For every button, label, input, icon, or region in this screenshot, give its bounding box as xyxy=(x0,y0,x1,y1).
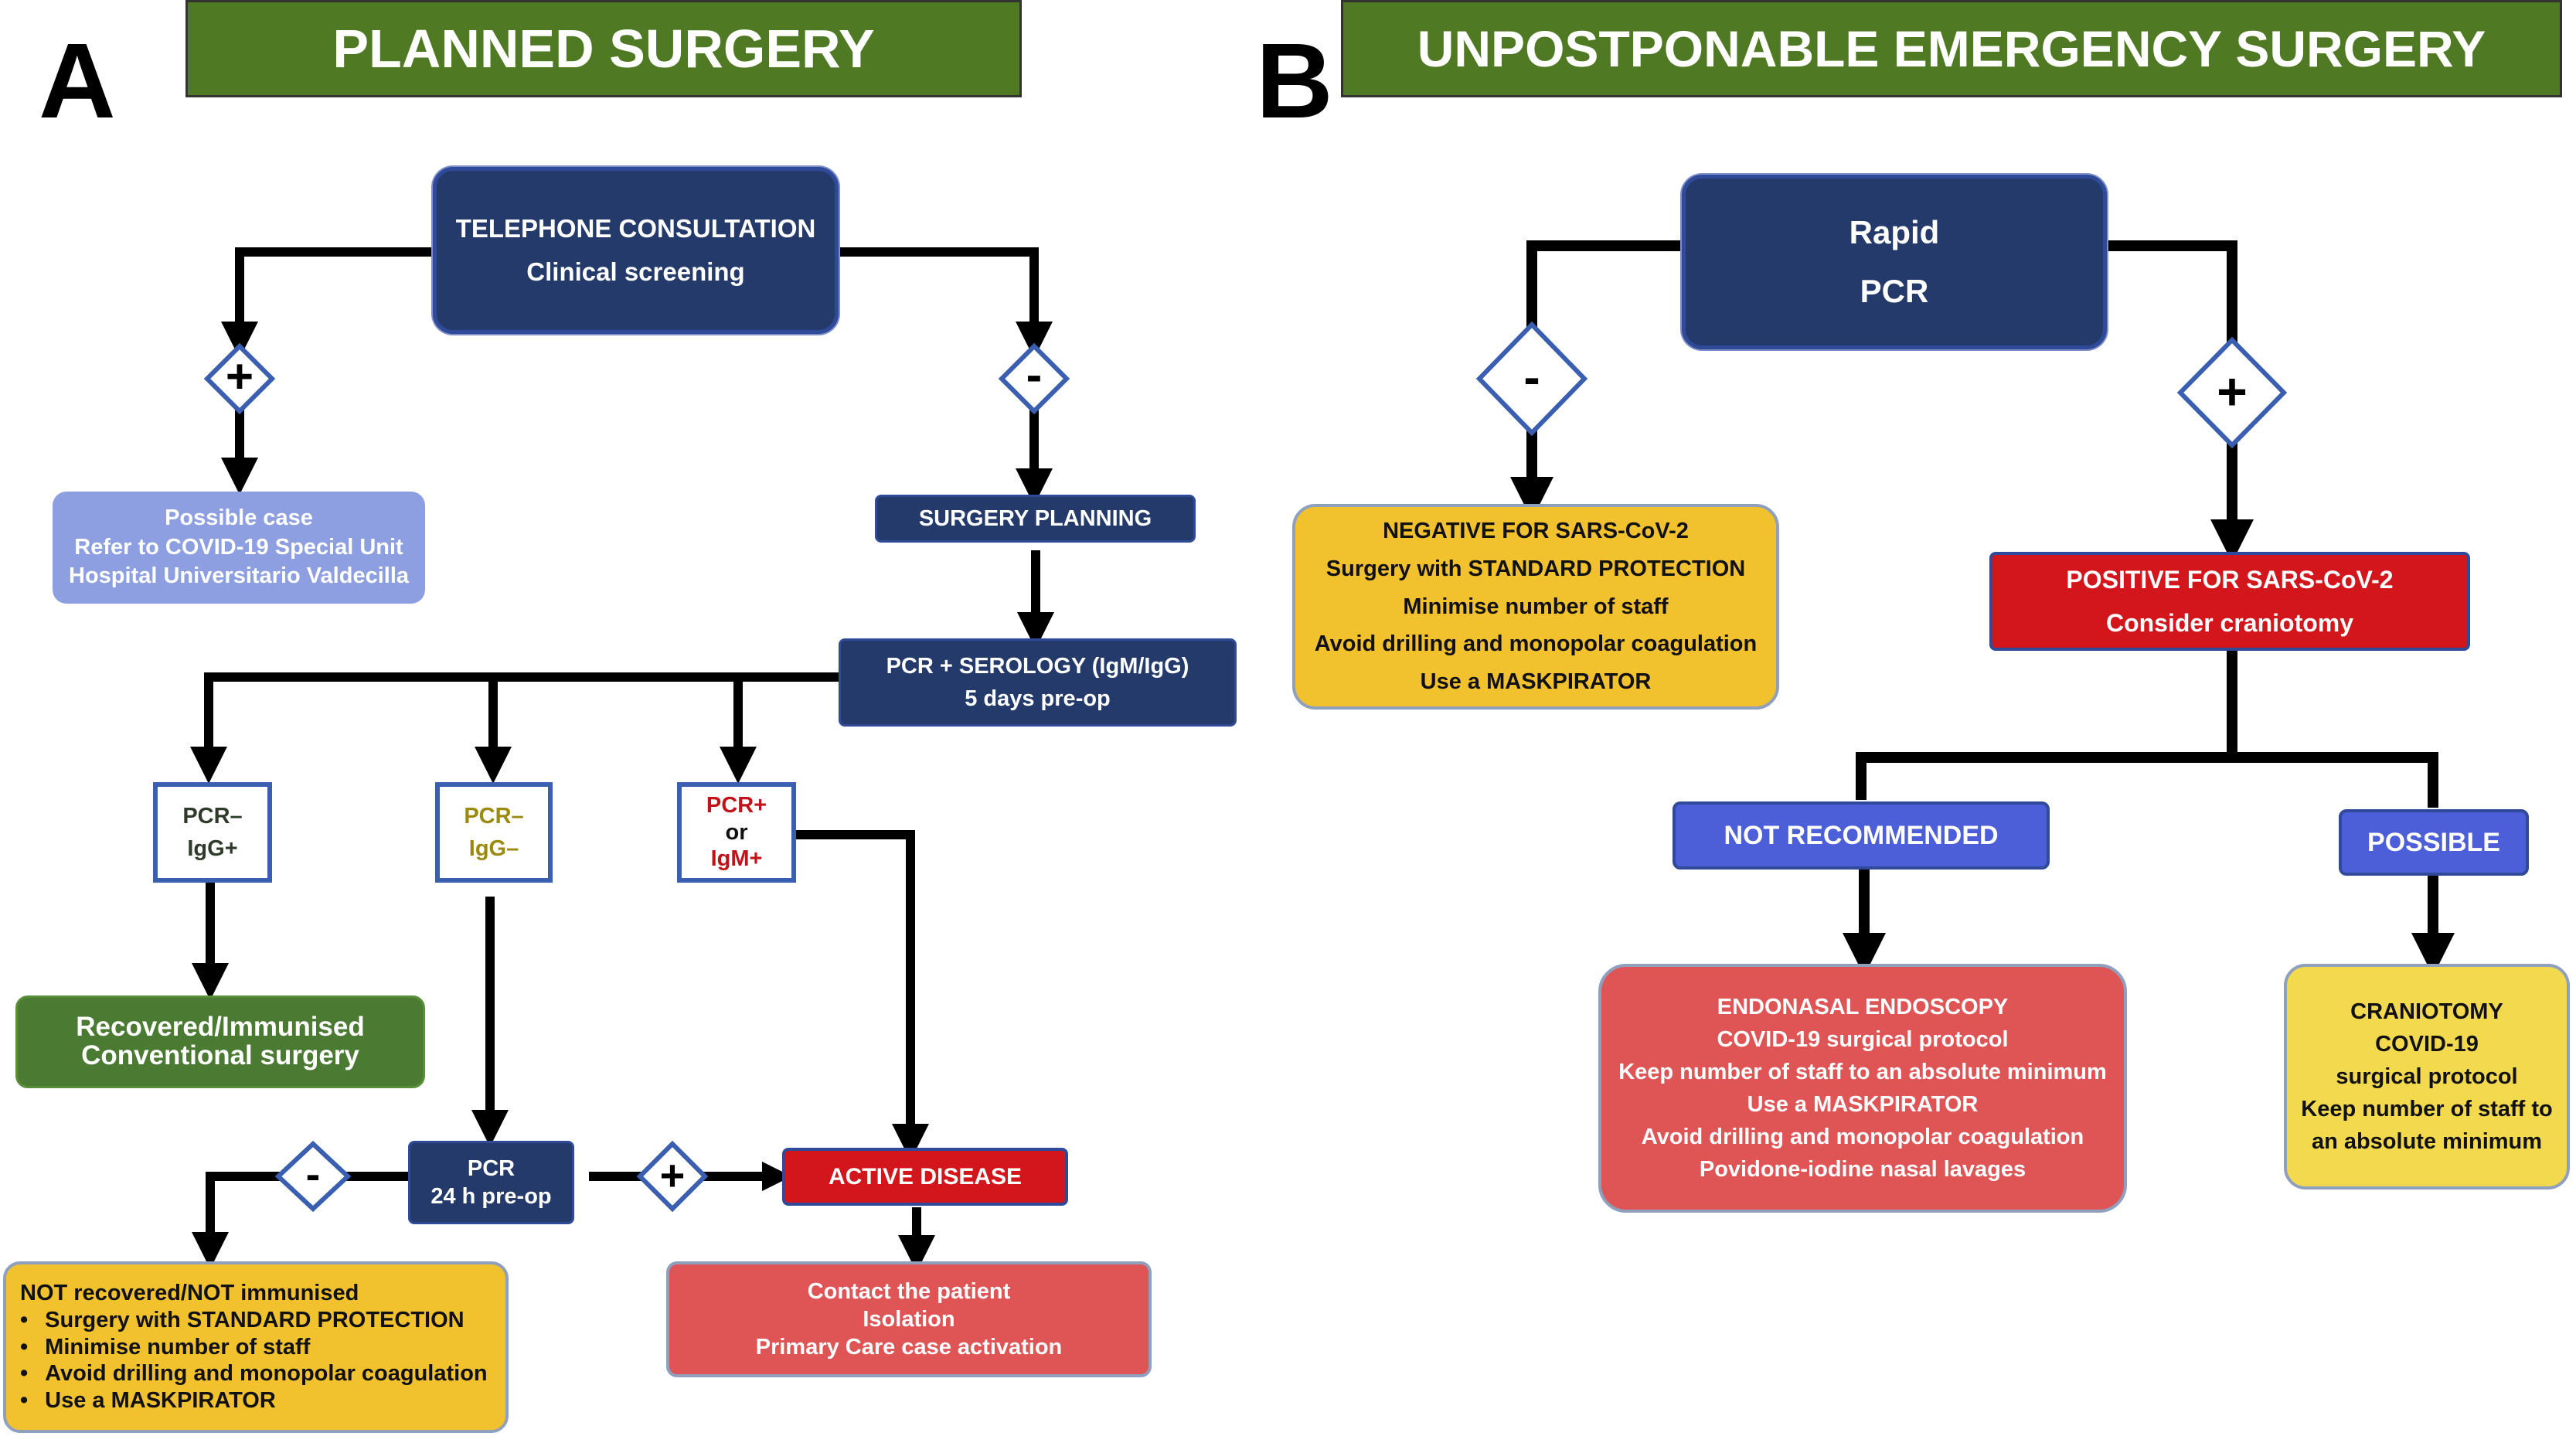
contact-patient-node: Contact the patient Isolation Primary Ca… xyxy=(666,1261,1152,1377)
node-line: PCR– xyxy=(464,803,524,829)
minus-sign: - xyxy=(1026,349,1043,402)
node-line: ENDONASAL ENDOSCOPY xyxy=(1717,994,2009,1019)
diamond-plus-a1 xyxy=(203,342,276,415)
node-line: POSITIVE FOR SARS-CoV-2 xyxy=(2066,566,2394,594)
node-line: Avoid drilling and monopolar coagulation xyxy=(1641,1125,2084,1150)
node-line: Possible case xyxy=(165,505,313,530)
panel-letter-b: B xyxy=(1256,22,1333,141)
recovered-node: Recovered/Immunised Conventional surgery xyxy=(15,995,425,1088)
diamond-minus-a1 xyxy=(998,342,1070,415)
plus-sign: + xyxy=(660,1151,686,1200)
pcr-24h-node: PCR 24 h pre-op xyxy=(408,1141,574,1224)
node-line: COVID-19 xyxy=(2375,1031,2479,1057)
node-line: Avoid drilling and monopolar coagulation xyxy=(1314,631,1758,657)
possible-tag: POSSIBLE xyxy=(2339,809,2529,876)
node-line: Contact the patient xyxy=(807,1278,1011,1304)
surgery-planning-node: SURGERY PLANNING xyxy=(875,495,1196,543)
minus-sign: - xyxy=(306,1149,321,1198)
node-line: PCR + SEROLOGY (IgM/IgG) xyxy=(886,653,1189,679)
plus-sign: + xyxy=(226,350,254,403)
positive-node: POSITIVE FOR SARS-CoV-2 Consider craniot… xyxy=(1989,552,2470,651)
diamond-minus-a2 xyxy=(274,1140,352,1213)
node-line: Povidone-iodine nasal lavages xyxy=(1699,1157,2026,1183)
plus-sign: + xyxy=(2217,362,2248,421)
node-line: Rapid xyxy=(1849,214,1940,251)
pcr-serology-node: PCR + SEROLOGY (IgM/IgG) 5 days pre-op xyxy=(839,638,1237,727)
craniotomy-node: CRANIOTOMY COVID-19 surgical protocol Ke… xyxy=(2284,964,2570,1189)
node-line: Keep number of staff to an absolute mini… xyxy=(1618,1059,2107,1084)
list-item: Surgery with STANDARD PROTECTION xyxy=(20,1307,464,1334)
node-line: NEGATIVE FOR SARS-CoV-2 xyxy=(1383,519,1689,544)
possible-case-node: Possible case Refer to COVID-19 Special … xyxy=(53,492,425,604)
minus-sign: - xyxy=(1523,349,1540,405)
node-line: PCR+ xyxy=(706,792,767,818)
node-line: IgG+ xyxy=(187,836,238,861)
list-item: Minimise number of staff xyxy=(20,1334,310,1361)
list-item: Use a MASKPIRATOR xyxy=(20,1387,276,1414)
panel-a-title: PLANNED SURGERY xyxy=(185,0,1022,97)
node-line: 24 h pre-op xyxy=(430,1184,552,1209)
node-line: an absolute minimum xyxy=(2311,1129,2543,1155)
node-line: Minimise number of staff xyxy=(1403,594,1669,619)
node-line: Recovered/Immunised xyxy=(76,1012,365,1043)
node-line: Isolation xyxy=(863,1306,955,1332)
node-line: Use a MASKPIRATOR xyxy=(1747,1092,1979,1117)
node-line: or xyxy=(725,819,748,845)
node-line: Consider craniotomy xyxy=(2105,609,2354,637)
node-line: Refer to COVID-19 Special Unit xyxy=(74,534,403,560)
node-line: Use a MASKPIRATOR xyxy=(1420,669,1652,695)
diamond-minus-b xyxy=(1475,321,1588,437)
result-pcr-neg-igg-pos: PCR– IgG+ xyxy=(153,782,272,883)
not-recommended-tag: NOT RECOMMENDED xyxy=(1673,801,2050,870)
node-line: Hospital Universitario Valdecilla xyxy=(69,563,409,589)
negative-node: NEGATIVE FOR SARS-CoV-2 Surgery with STA… xyxy=(1292,504,1779,710)
node-line: Keep number of staff to xyxy=(2301,1097,2553,1122)
list-item: Avoid drilling and monopolar coagulation xyxy=(20,1360,487,1387)
node-line: TELEPHONE CONSULTATION xyxy=(455,213,816,243)
node-line: PCR xyxy=(1860,273,1929,309)
not-recovered-node: NOT recovered/NOT immunised Surgery with… xyxy=(3,1261,509,1433)
node-line: IgG– xyxy=(468,836,519,861)
node-line: Surgery with STANDARD PROTECTION xyxy=(1325,556,1746,581)
node-line: PCR xyxy=(467,1155,516,1181)
rapid-pcr-node: Rapid PCR xyxy=(1682,175,2107,349)
node-line: 5 days pre-op xyxy=(965,686,1111,711)
panel-letter-a: A xyxy=(39,22,116,141)
diamond-plus-b xyxy=(2176,336,2288,449)
node-line: PCR– xyxy=(182,803,243,829)
node-line: Clinical screening xyxy=(526,257,745,286)
endonasal-node: ENDONASAL ENDOSCOPY COVID-19 surgical pr… xyxy=(1598,964,2127,1213)
node-line: surgical protocol xyxy=(2336,1064,2518,1089)
node-line: Primary Care case activation xyxy=(755,1335,1063,1360)
node-line: Conventional surgery xyxy=(81,1040,359,1070)
node-line: IgM+ xyxy=(710,846,763,872)
diamond-plus-a2 xyxy=(636,1140,709,1213)
panel-b-title: UNPOSTPONABLE EMERGENCY SURGERY xyxy=(1341,0,2562,97)
node-line: NOT recovered/NOT immunised xyxy=(20,1281,359,1305)
active-disease-node: ACTIVE DISEASE xyxy=(782,1148,1068,1206)
node-line: COVID-19 surgical protocol xyxy=(1717,1026,2009,1052)
result-pcr-pos-or-igm-pos: PCR+ or IgM+ xyxy=(677,782,796,883)
telephone-consultation-node: TELEPHONE CONSULTATION Clinical screenin… xyxy=(433,167,839,334)
node-line: CRANIOTOMY xyxy=(2350,999,2503,1024)
result-pcr-neg-igg-neg: PCR– IgG– xyxy=(435,782,553,883)
